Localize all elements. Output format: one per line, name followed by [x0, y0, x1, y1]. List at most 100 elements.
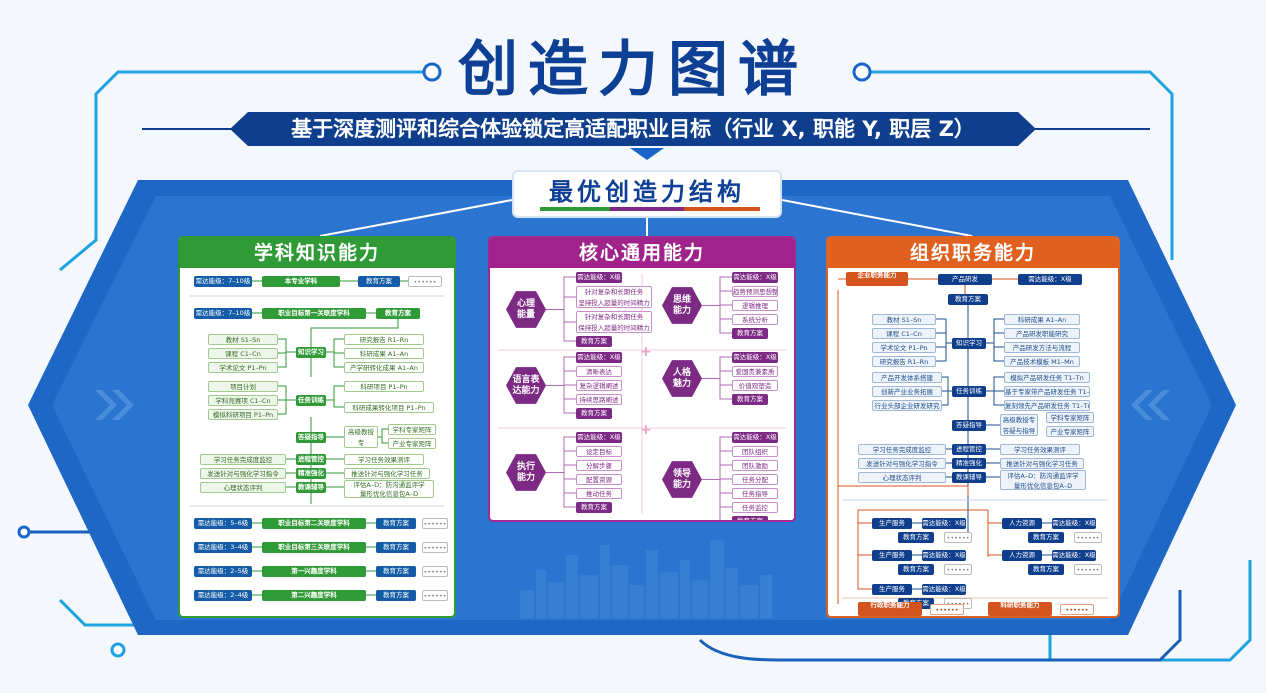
level-badge: 需达能级：X级: [1052, 518, 1096, 529]
hub-node: 知识学习: [952, 338, 986, 349]
output-node: 学科专家矩阵: [1046, 412, 1094, 423]
skill-node: 价值观塑造: [732, 380, 778, 391]
output-node: 产品技术模板 M1–Mn: [1004, 356, 1080, 367]
panel-body: 需达能级：7–10级本专业学科教育方案••••••需达能级：7–10级职业目标第…: [180, 268, 454, 616]
more-placeholder: ••••••: [422, 518, 448, 529]
output-node: 模拟产品研发任务 T1–Tn: [1004, 372, 1090, 383]
output-node: 产业专家矩阵: [1046, 426, 1094, 437]
skill-node: 团队激励: [732, 460, 778, 471]
edu-plan-button[interactable]: 教育方案: [576, 336, 612, 347]
monitor-output: 评估A–D：防沟通监评学 量形优化信息包A–D: [1000, 470, 1086, 490]
footer-role-label: 科研职务能力: [988, 602, 1052, 616]
hub-node: 进程管控: [296, 454, 326, 465]
edu-plan-button[interactable]: 教育方案: [732, 516, 768, 520]
edu-plan-button[interactable]: 教育方案: [376, 542, 416, 553]
monitor-output: 推送针对与强化学习任务: [344, 468, 430, 479]
skill-node: 持续思路阐述: [576, 394, 622, 405]
edu-plan-button[interactable]: 教育方案: [376, 518, 416, 529]
input-node: 研究报告 R1–Rn: [872, 356, 936, 367]
expert-node: 高级教授专 答疑与指导: [1000, 414, 1038, 436]
more-placeholder: ••••••: [422, 590, 448, 601]
skill-node: 推动任务: [576, 488, 622, 499]
more-placeholder: ••••••: [930, 604, 964, 615]
input-node: 教材 S1–Sn: [872, 314, 936, 325]
role-label: 生产服务: [872, 518, 912, 529]
edu-plan-button[interactable]: 教育方案: [898, 532, 934, 543]
capability-hex: 语言表 达能力: [506, 367, 546, 404]
edu-plan-button[interactable]: 教育方案: [1028, 564, 1064, 575]
skill-node: 针对复杂和长期任务 坚持投入超量的时间精力: [576, 286, 652, 308]
connector-lines: [498, 274, 786, 520]
input-node: 教材 S1–Sn: [208, 334, 278, 345]
skill-node: 逻辑推理: [732, 300, 778, 311]
input-node: 学术论文 P1–Pn: [872, 342, 936, 353]
edu-plan-button[interactable]: 教育方案: [732, 394, 768, 405]
output-node: 产业专家矩阵: [388, 438, 436, 449]
hub-node: 教课辅导: [296, 482, 326, 493]
skill-node: 设定目标: [576, 446, 622, 457]
subject-label: 第二兴趣度学科: [262, 590, 366, 601]
level-badge: 需达能级：X级: [922, 584, 966, 595]
role-label: 人力资源: [1002, 518, 1042, 529]
edu-plan-button[interactable]: 教育方案: [576, 502, 612, 513]
level-badge: 需达能级：X级: [732, 432, 778, 443]
level-badge: 需达能级：3–4级: [194, 542, 252, 553]
hub-node: 答疑指导: [296, 432, 326, 443]
level-badge: 需达能级：X级: [1052, 550, 1096, 561]
edu-plan-button[interactable]: 教育方案: [358, 276, 400, 287]
hub-node: 精准强化: [952, 458, 986, 469]
edu-plan-button[interactable]: 教育方案: [1028, 532, 1064, 543]
capability-hex: 思维 能力: [662, 287, 702, 324]
skill-node: 复杂逻辑阐述: [576, 380, 622, 391]
output-node: 基于专家带产品研发任务 T1–Tn: [1004, 386, 1090, 397]
hub-node: 答疑指导: [952, 420, 986, 431]
monitor-output: 评估A–D：防沟通监评学 量形优化信息包A–D: [344, 480, 434, 498]
core-bar-green: [540, 207, 610, 211]
skill-node: 任务分配: [732, 474, 778, 485]
input-node: 课程 C1–Cn: [872, 328, 936, 339]
skill-node: 爱国贵兼素质: [732, 366, 778, 377]
input-node: 项目计划: [208, 381, 278, 392]
monitor-input: 心理状态评判: [858, 472, 946, 483]
connector-lines: [190, 280, 444, 596]
skill-node: 任务监控: [732, 502, 778, 513]
monitor-input: 发送针对与强化学习指令: [858, 458, 946, 469]
input-node: 课程 C1–Cn: [208, 348, 278, 359]
edu-plan-button[interactable]: 教育方案: [948, 294, 988, 305]
edu-plan-button[interactable]: 教育方案: [576, 408, 612, 419]
more-placeholder: ••••••: [422, 566, 448, 577]
edu-plan-button[interactable]: 教育方案: [376, 308, 420, 319]
panel-subject-knowledge: 学科知识能力 需达能级：7–10级本专业学科教育方案••••••需达能级：7–1…: [178, 236, 456, 618]
role-label: 生产服务: [872, 584, 912, 595]
edu-plan-button[interactable]: 教育方案: [376, 590, 416, 601]
divider-plus: +: [640, 422, 652, 438]
footer-role-label: 行政职务能力: [858, 602, 922, 616]
skill-node: 任务指导: [732, 488, 778, 499]
more-placeholder: ••••••: [1060, 604, 1094, 615]
subject-label: 职业目标第一关联度学科: [262, 308, 366, 319]
output-node: 学科专家矩阵: [388, 424, 436, 435]
input-node: 学科竞赛项 C1–Cn: [208, 395, 278, 406]
output-node: 产品研发职能研究: [1004, 328, 1080, 339]
level-badge: 需达能级：X级: [732, 272, 778, 283]
subtitle-ribbon: 基于深度测评和综合体验锁定高适配职业目标（行业 X, 职能 Y, 职层 Z）: [230, 112, 1036, 146]
panel-title: 学科知识能力: [180, 238, 454, 268]
edu-plan-button[interactable]: 教育方案: [376, 566, 416, 577]
skill-node: 系统分析: [732, 314, 778, 325]
input-node: 行业头部企业研发研究: [872, 400, 942, 411]
input-node: 创新产业业务拓展: [872, 386, 942, 397]
edu-plan-button[interactable]: 教育方案: [898, 564, 934, 575]
more-placeholder: ••••••: [1074, 564, 1102, 575]
output-node: 科研成果 A1–An: [1004, 314, 1080, 325]
edu-plan-button[interactable]: 教育方案: [732, 328, 768, 339]
monitor-output: 学习任务效果测评: [344, 454, 424, 465]
role-label: 生产服务: [872, 550, 912, 561]
subject-label: 职业目标第二关联度学科: [262, 518, 366, 529]
output-node: 科研成果 A1–An: [344, 348, 424, 359]
role-label: 产品研发: [938, 274, 992, 285]
level-badge: 需达能级：X级: [1018, 274, 1082, 285]
subject-label: 本专业学科: [262, 276, 340, 287]
more-placeholder: ••••••: [944, 564, 972, 575]
hub-node: 任务训练: [296, 395, 326, 406]
